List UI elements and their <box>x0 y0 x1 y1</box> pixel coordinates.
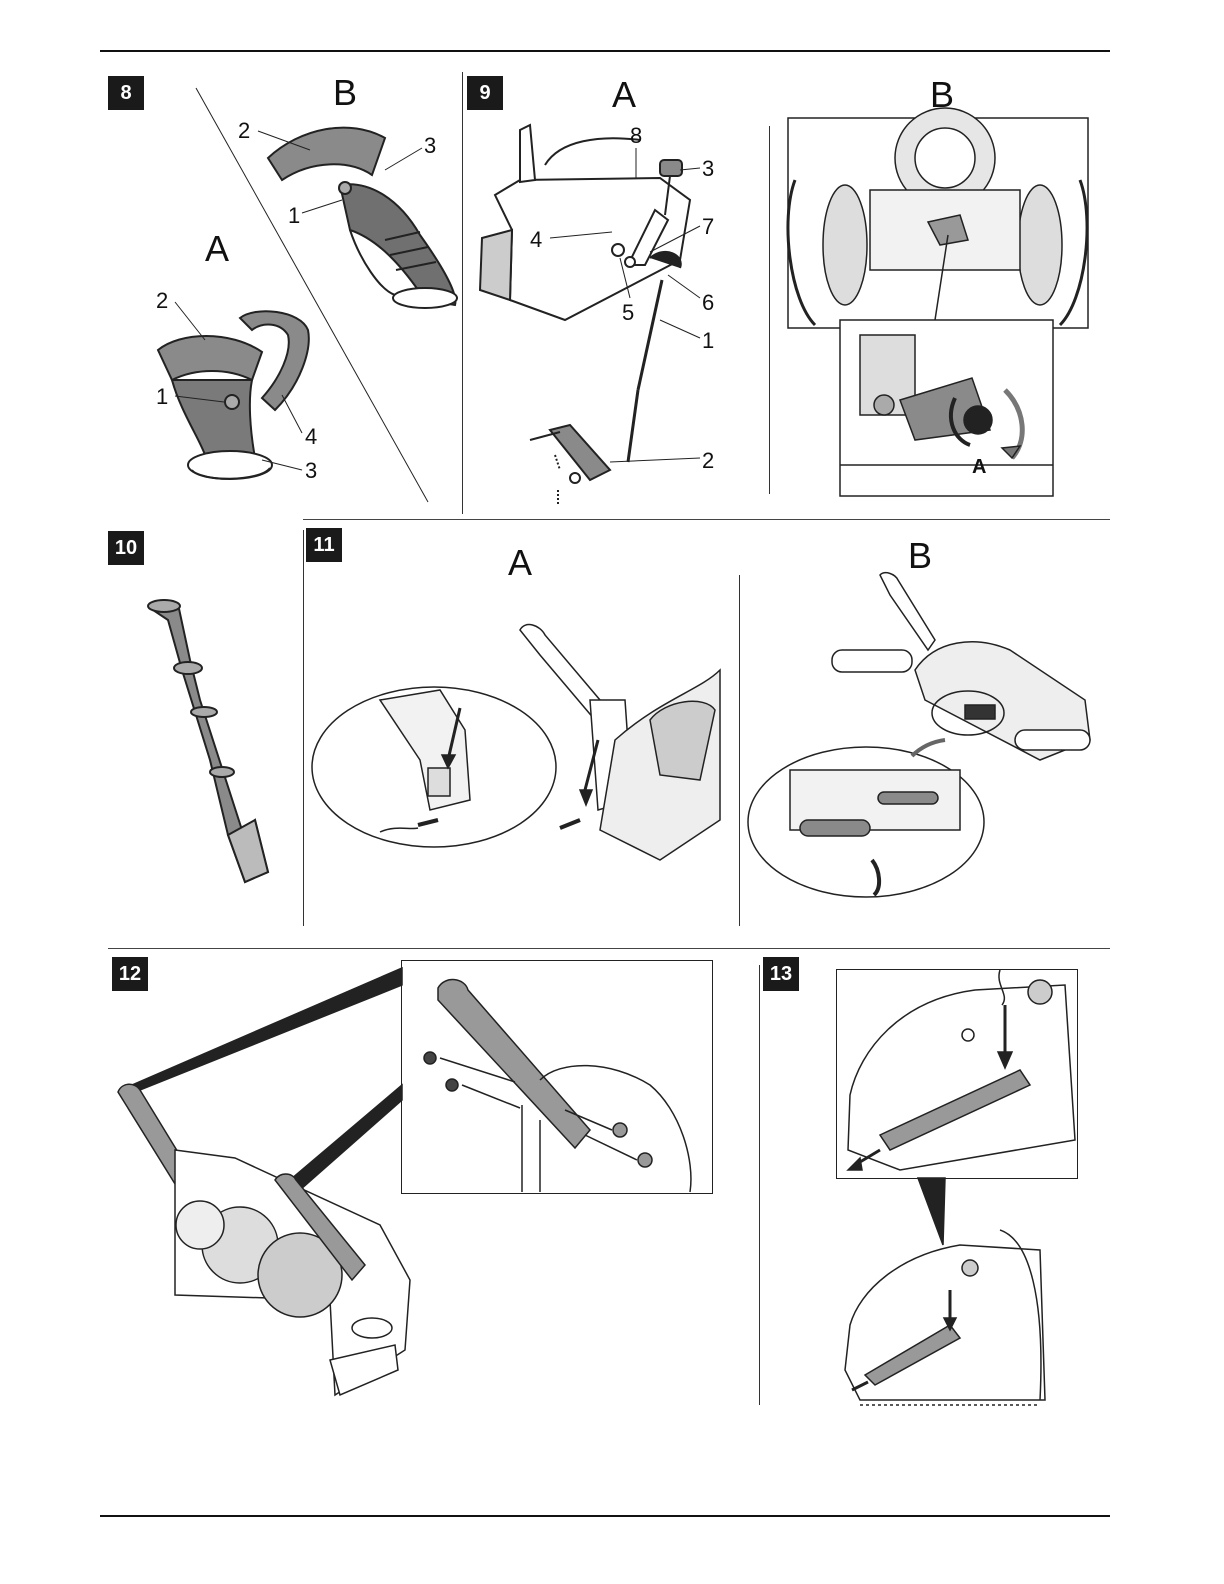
figure-13-illustration <box>0 0 1224 1584</box>
